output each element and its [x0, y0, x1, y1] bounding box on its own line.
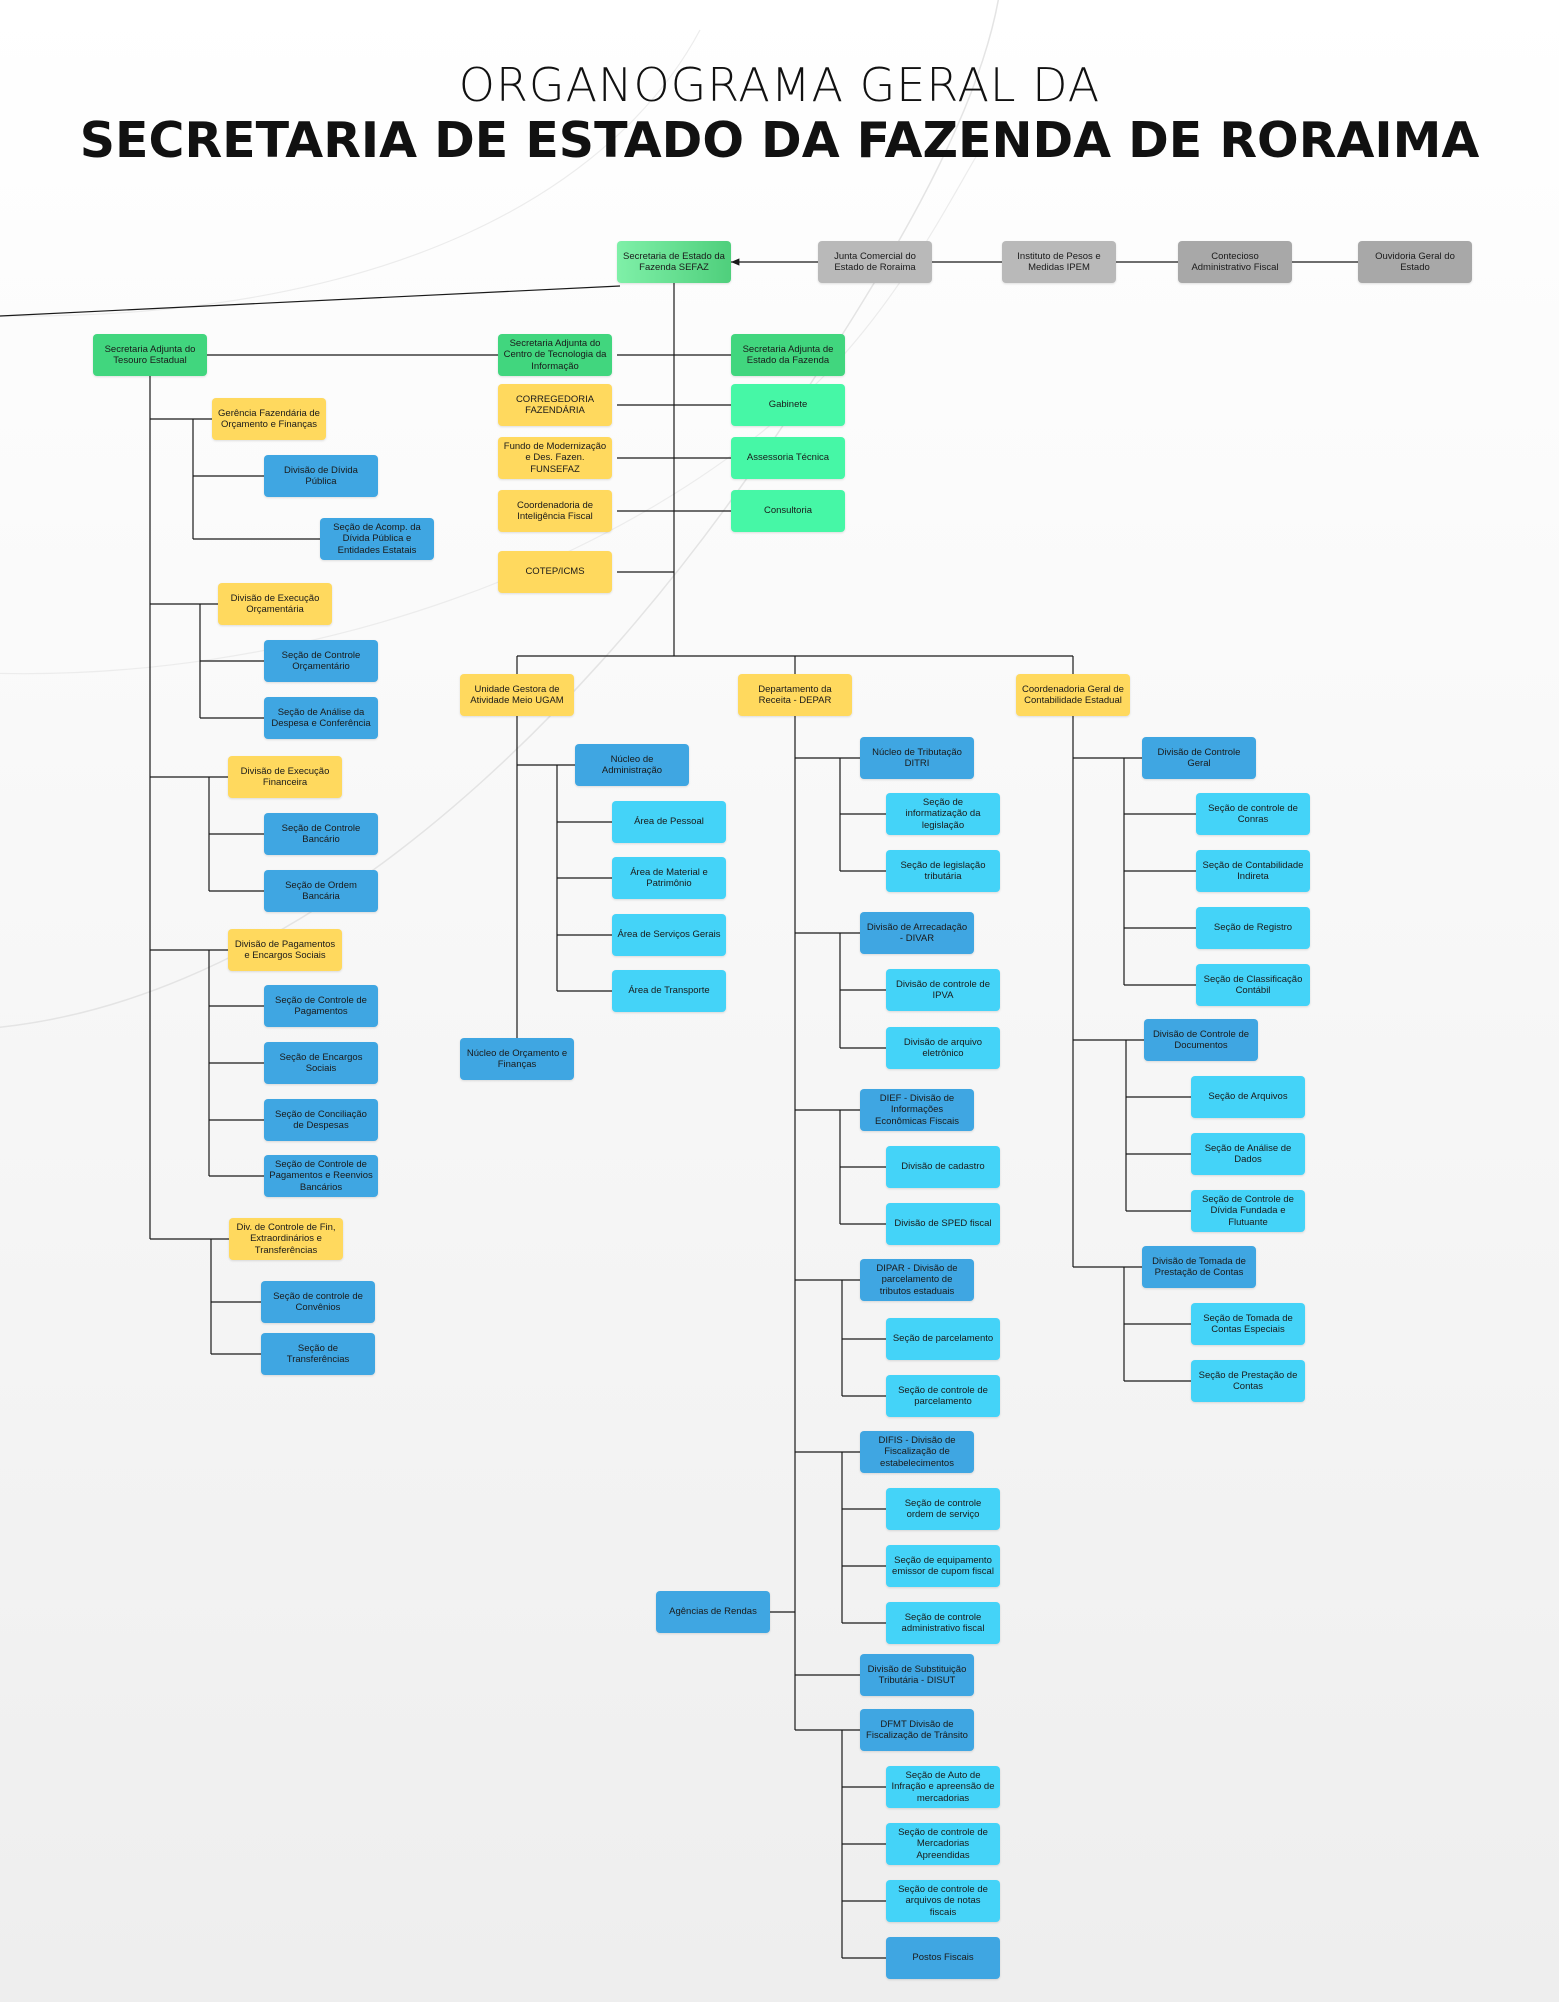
node-div-arquivo-eletronico: Divisão de arquivo eletrônico: [886, 1027, 1000, 1069]
node-disut: Divisão de Substituição Tributária - DIS…: [860, 1654, 974, 1696]
node-div-tomada-contas: Divisão de Tomada de Prestação de Contas: [1142, 1246, 1256, 1288]
node-div-exec-orcamentaria: Divisão de Execução Orçamentária: [218, 583, 332, 625]
node-sec-analise-dados: Seção de Análise de Dados: [1191, 1133, 1305, 1175]
node-sec-notas-fiscais: Seção de controle de arquivos de notas f…: [886, 1880, 1000, 1922]
node-sec-informatizacao: Seção de informatização da legislação: [886, 793, 1000, 835]
node-funsefaz: Fundo de Modernização e Des. Fazen. FUNS…: [498, 437, 612, 479]
node-gerencia-orcamento: Gerência Fazendária de Orçamento e Finan…: [212, 398, 326, 440]
node-div-ctrl-fin-extra: Div. de Controle de Fin, Extraordinários…: [229, 1218, 343, 1260]
node-agencias-rendas: Agências de Rendas: [656, 1591, 770, 1633]
node-sec-equipamento: Seção de equipamento emissor de cupom fi…: [886, 1545, 1000, 1587]
node-ditri: Núcleo de Tributação DITRI: [860, 737, 974, 779]
node-sec-conciliacao: Seção de Conciliação de Despesas: [264, 1099, 378, 1141]
node-sec-contab-indireta: Seção de Contabilidade Indireta: [1196, 850, 1310, 892]
node-divar: Divisão de Arrecadação - DIVAR: [860, 912, 974, 954]
node-dfmt: DFMT Divisão de Fiscalização de Trânsito: [860, 1709, 974, 1751]
node-sec-ctrl-bancario: Seção de Controle Bancário: [264, 813, 378, 855]
node-ipem: Instituto de Pesos e Medidas IPEM: [1002, 241, 1116, 283]
node-ugam: Unidade Gestora de Atividade Meio UGAM: [460, 674, 574, 716]
node-sec-tomada-especiais: Seção de Tomada de Contas Especiais: [1191, 1303, 1305, 1345]
node-contencioso: Contecioso Administrativo Fiscal: [1178, 241, 1292, 283]
node-sec-ordem-servico: Seção de controle ordem de serviço: [886, 1488, 1000, 1530]
node-consultoria: Consultoria: [731, 490, 845, 532]
node-sec-acomp-divida: Seção de Acomp. da Dívida Pública e Enti…: [320, 518, 434, 560]
node-junta-comercial: Junta Comercial do Estado de Roraima: [818, 241, 932, 283]
node-sa-cti: Secretaria Adjunta do Centro de Tecnolog…: [498, 334, 612, 376]
node-dief: DIEF - Divisão de Informações Econômicas…: [860, 1089, 974, 1131]
node-sec-transferencias: Seção de Transferências: [261, 1333, 375, 1375]
node-sec-ordem-bancaria: Seção de Ordem Bancária: [264, 870, 378, 912]
node-difis: DIFIS - Divisão de Fiscalização de estab…: [860, 1431, 974, 1473]
node-sec-parcelamento: Seção de parcelamento: [886, 1318, 1000, 1360]
node-div-pagamentos: Divisão de Pagamentos e Encargos Sociais: [228, 929, 342, 971]
node-coord-contabilidade: Coordenadoria Geral de Contabilidade Est…: [1016, 674, 1130, 716]
node-depar: Departamento da Receita - DEPAR: [738, 674, 852, 716]
node-sec-encargos: Seção de Encargos Sociais: [264, 1042, 378, 1084]
node-div-ipva: Divisão de controle de IPVA: [886, 969, 1000, 1011]
node-sec-ctrl-parcelamento: Seção de controle de parcelamento: [886, 1375, 1000, 1417]
node-sec-mercadorias: Seção de controle de Mercadorias Apreend…: [886, 1823, 1000, 1865]
node-sa-fazenda: Secretaria Adjunta de Estado da Fazenda: [731, 334, 845, 376]
node-div-cadastro: Divisão de cadastro: [886, 1146, 1000, 1188]
node-coord-inteligencia: Coordenadoria de Inteligência Fiscal: [498, 490, 612, 532]
node-area-transporte: Área de Transporte: [612, 970, 726, 1012]
node-sec-registro: Seção de Registro: [1196, 907, 1310, 949]
node-postos-fiscais: Postos Fiscais: [886, 1937, 1000, 1979]
node-cotep: COTEP/ICMS: [498, 551, 612, 593]
node-sefaz: Secretaria de Estado da Fazenda SEFAZ: [617, 241, 731, 283]
node-dipar: DIPAR - Divisão de parcelamento de tribu…: [860, 1259, 974, 1301]
node-sec-legislacao: Seção de legislação tributária: [886, 850, 1000, 892]
node-corregedoria: CORREGEDORIA FAZENDÁRIA: [498, 384, 612, 426]
node-ouvidoria: Ouvidoria Geral do Estado: [1358, 241, 1472, 283]
node-area-material: Área de Material e Patrimônio: [612, 857, 726, 899]
node-area-pessoal: Área de Pessoal: [612, 801, 726, 843]
node-sec-classificacao: Seção de Classificação Contábil: [1196, 964, 1310, 1006]
node-sa-tesouro: Secretaria Adjunta do Tesouro Estadual: [93, 334, 207, 376]
node-assessoria: Assessoria Técnica: [731, 437, 845, 479]
node-sec-ctrl-pagamentos: Seção de Controle de Pagamentos: [264, 985, 378, 1027]
node-sec-analise-despesa: Seção de Análise da Despesa e Conferênci…: [264, 697, 378, 739]
node-sec-arquivos: Seção de Arquivos: [1191, 1076, 1305, 1118]
node-div-ctrl-geral: Divisão de Controle Geral: [1142, 737, 1256, 779]
chart-title-line2: SECRETARIA DE ESTADO DA FAZENDA DE RORAI…: [79, 112, 1480, 169]
node-sec-conras: Seção de controle de Conras: [1196, 793, 1310, 835]
node-area-servicos: Área de Serviços Gerais: [612, 914, 726, 956]
node-div-sped: Divisão de SPED fiscal: [886, 1203, 1000, 1245]
node-sec-auto-infracao: Seção de Auto de Infração e apreensão de…: [886, 1766, 1000, 1808]
node-sec-convenios: Seção de controle de Convênios: [261, 1281, 375, 1323]
node-sec-divida-fundada: Seção de Controle de Dívida Fundada e Fl…: [1191, 1190, 1305, 1232]
chart-title-line1: ORGANOGRAMA GERAL DA: [458, 58, 1101, 112]
node-sec-ctrl-reenvios: Seção de Controle de Pagamentos e Reenvi…: [264, 1155, 378, 1197]
node-gabinete: Gabinete: [731, 384, 845, 426]
node-div-documentos: Divisão de Controle de Documentos: [1144, 1019, 1258, 1061]
node-sec-prestacao-contas: Seção de Prestação de Contas: [1191, 1360, 1305, 1402]
node-sec-ctrl-orcamentario: Seção de Controle Orçamentário: [264, 640, 378, 682]
node-div-divida: Divisão de Dívida Pública: [264, 455, 378, 497]
node-div-exec-financeira: Divisão de Execução Financeira: [228, 756, 342, 798]
node-nucleo-orcamento: Núcleo de Orçamento e Finanças: [460, 1038, 574, 1080]
node-sec-ctrl-administrativo: Seção de controle administrativo fiscal: [886, 1602, 1000, 1644]
node-nucleo-administracao: Núcleo de Administração: [575, 744, 689, 786]
